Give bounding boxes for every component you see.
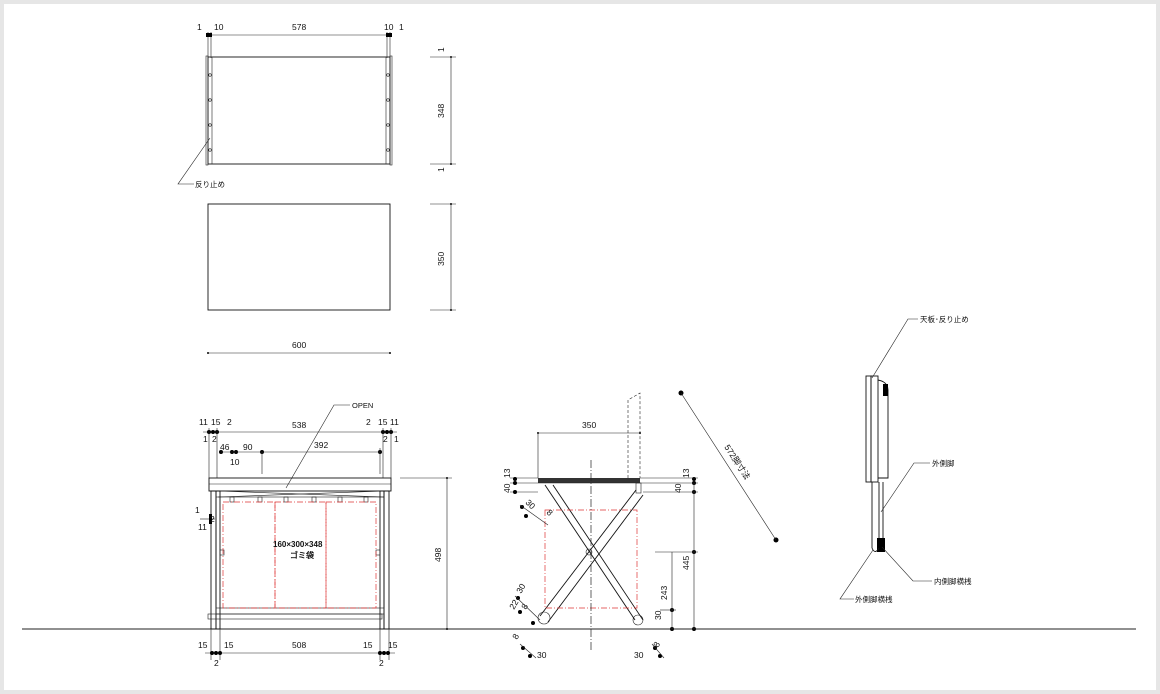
label-outer-rail: 外側脚横桟 — [855, 594, 893, 604]
drawing-canvas: 1 10 578 10 1 1 348 1 反り止め 350 600 — [22, 22, 1136, 668]
label-stopper: 反り止め — [195, 179, 225, 189]
dim-front-90: 90 — [243, 442, 253, 452]
dim-front-s2: 2 — [210, 514, 215, 524]
dim-front-b15c: 15 — [363, 640, 373, 650]
dim-top-left-inner: 10 — [214, 22, 224, 32]
dim-front-b15d: 15 — [388, 640, 398, 650]
label-outer-leg: 外側脚 — [932, 458, 955, 468]
top-view: 1 10 578 10 1 1 348 1 反り止め — [177, 22, 456, 189]
dim-top-left-outer: 1 — [197, 22, 202, 32]
drawing-frame: 1 10 578 10 1 1 348 1 反り止め 350 600 — [4, 4, 1156, 690]
dim-top-depth: 348 — [436, 104, 446, 118]
dim-side-30b: 30 — [653, 610, 663, 620]
front-view: 160×300×348 ゴミ袋 OPEN 11 15 2 538 2 15 11… — [195, 401, 452, 668]
dim-front-b15b: 15 — [224, 640, 234, 650]
dim-front-392: 392 — [314, 440, 328, 450]
dim-side-445: 445 — [681, 556, 691, 570]
dim-plan-width: 600 — [292, 340, 306, 350]
label-inner-rail: 内側脚横桟 — [934, 576, 972, 586]
label-top-stopper: 天板･反り止め — [920, 314, 969, 324]
dim-front-b15a: 15 — [198, 640, 208, 650]
dim-side-8a: 8 — [545, 507, 556, 518]
dim-top-right-1b: 1 — [436, 167, 446, 172]
dim-front-46: 46 — [220, 442, 230, 452]
dim-front-2b: 2 — [366, 417, 371, 427]
dim-side-30c: 30 — [514, 582, 528, 595]
dim-top-right-inner: 10 — [384, 22, 394, 32]
dim-side-30d: 30 — [537, 650, 547, 660]
dim-front-2a: 2 — [227, 417, 232, 427]
dim-side-243: 243 — [659, 586, 669, 600]
dim-side-8c: 8 — [510, 632, 521, 641]
dim-side-8b: 8 — [519, 602, 530, 611]
dim-front-2c: 2 — [212, 434, 217, 444]
dim-front-10: 10 — [230, 457, 240, 467]
dim-front-1a: 1 — [203, 434, 208, 444]
dim-front-1b: 1 — [394, 434, 399, 444]
dim-front-height: 498 — [433, 548, 443, 562]
side-view: 350 13 40 30 8 13 40 445 243 30 — [502, 390, 779, 660]
dim-side-40a: 40 — [502, 483, 512, 493]
dim-top-width: 578 — [292, 22, 306, 32]
dim-side-22: 22 — [507, 598, 521, 611]
dim-front-11b: 11 — [390, 417, 399, 427]
dim-front-2d: 2 — [383, 434, 388, 444]
dim-side-13a: 13 — [502, 468, 512, 478]
dim-top-right-outer: 1 — [399, 22, 404, 32]
plan-view: 350 600 — [207, 203, 456, 354]
dim-front-b508: 508 — [292, 640, 306, 650]
dim-side-40b: 40 — [673, 483, 683, 493]
dim-front-15a: 15 — [211, 417, 221, 427]
dim-side-8d: 8 — [651, 640, 662, 649]
dim-side-leg-length: 572脚寸法 — [722, 443, 752, 482]
dim-front-15b: 15 — [378, 417, 388, 427]
dim-front-b2b: 2 — [379, 658, 384, 668]
bag-name-label: ゴミ袋 — [290, 550, 315, 560]
dim-side-13b: 13 — [681, 468, 691, 478]
dim-front-b2a: 2 — [214, 658, 219, 668]
dim-side-30e: 30 — [634, 650, 644, 660]
dim-plan-height: 350 — [436, 252, 446, 266]
folded-view: 天板･反り止め 外側脚 内側脚横桟 外側脚横桟 — [839, 314, 972, 604]
dim-front-538: 538 — [292, 420, 306, 430]
dim-front-11a: 11 — [199, 417, 208, 427]
dim-top-right-1a: 1 — [436, 47, 446, 52]
dim-front-s1: 1 — [195, 505, 200, 515]
dim-front-s11: 11 — [198, 522, 207, 532]
open-label: OPEN — [352, 401, 373, 410]
dim-side-width: 350 — [582, 420, 596, 430]
bag-size-label: 160×300×348 — [273, 540, 323, 549]
